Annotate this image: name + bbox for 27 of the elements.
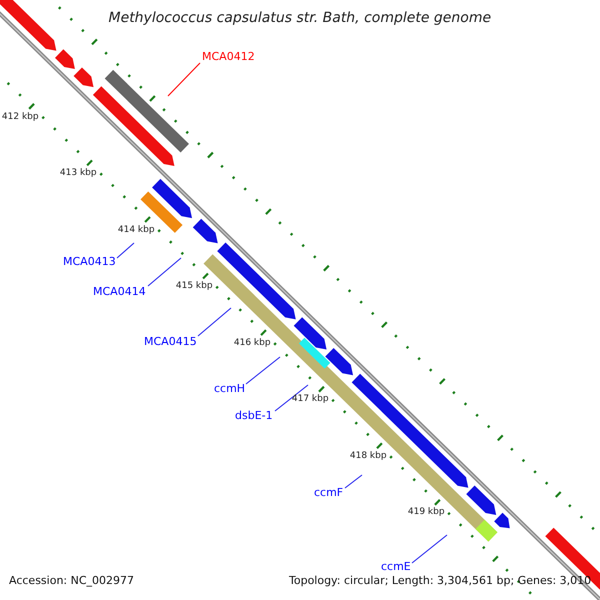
leader-line [148,258,182,286]
scale-label: 418 kbp [350,452,387,461]
gene-label: MCA0412 [202,51,255,62]
gene-label: ccmF [314,487,344,498]
leader-line [344,474,362,488]
leader-line [198,308,232,336]
footer-text: Accession: NC_002977 [9,575,134,586]
leader-line [412,534,448,564]
scale-label: 416 kbp [234,338,271,348]
leader-line [246,356,280,384]
scale-label: 419 kbp [408,508,445,518]
scale-label: 415 kbp [176,282,213,292]
leader-line [116,242,134,258]
scale-label: 417 kbp [292,395,329,404]
gene-label: MCA0414 [93,286,146,297]
map-title: Methylococcus capsulatus str. Bath, complete genome [108,11,492,25]
scale-label: 412 kbp [2,112,39,122]
gene-label: ccmE [381,561,411,572]
gene-label: ccmH [214,383,246,394]
scale-label: 413 kbp [60,169,97,178]
gene-label: MCA0415 [144,336,197,347]
gene-label: dsbE-1 [235,410,273,421]
footer-text: Topology: circular; Length: 3,304,561 bp; Genes: 3,010 [289,575,592,586]
gene-label: MCA0413 [63,256,116,267]
scale-label: 414 kbp [118,226,155,235]
leader-line [274,384,308,412]
leader-line [168,62,200,96]
